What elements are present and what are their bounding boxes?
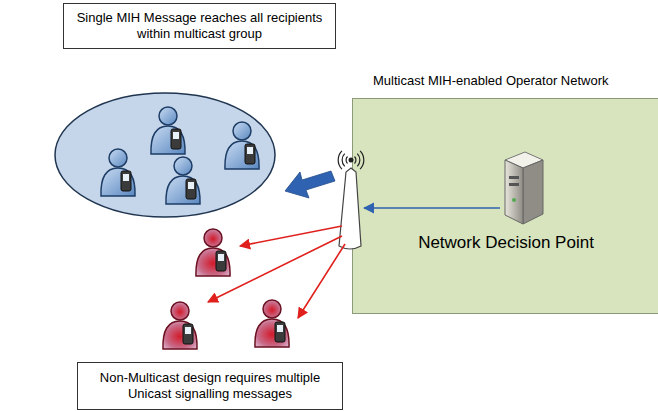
signal-arrow <box>364 207 500 209</box>
unicast-arrow <box>208 236 342 302</box>
unicast-arrow <box>298 244 345 318</box>
region-heading: Multicast MIH-enabled Operator Network <box>373 73 609 89</box>
multicast-arrow <box>285 171 335 198</box>
unicast-arrow <box>240 226 342 246</box>
user-icon <box>196 229 230 276</box>
people <box>101 107 289 349</box>
antenna <box>338 151 364 249</box>
operator-network: Multicast MIH-enabled Operator NetworkNe… <box>352 98 658 314</box>
caption-box: Single MIH Message reaches all recipient… <box>63 3 336 49</box>
label-text: Non-Multicast design requires multiple U… <box>82 370 338 402</box>
user-icon <box>166 157 200 204</box>
label-text: Network Decision Point <box>393 233 619 253</box>
multicast-group <box>55 93 275 217</box>
user-icon <box>225 122 259 169</box>
server-label: Network Decision Point <box>393 233 619 253</box>
user-icon <box>163 302 197 349</box>
user-icon <box>101 149 135 196</box>
server-icon <box>505 152 543 224</box>
user-icon <box>255 300 289 347</box>
user-icon <box>151 107 185 154</box>
caption-box: Non-Multicast design requires multiple U… <box>77 362 343 410</box>
label-text: Single MIH Message reaches all recipient… <box>68 10 331 42</box>
